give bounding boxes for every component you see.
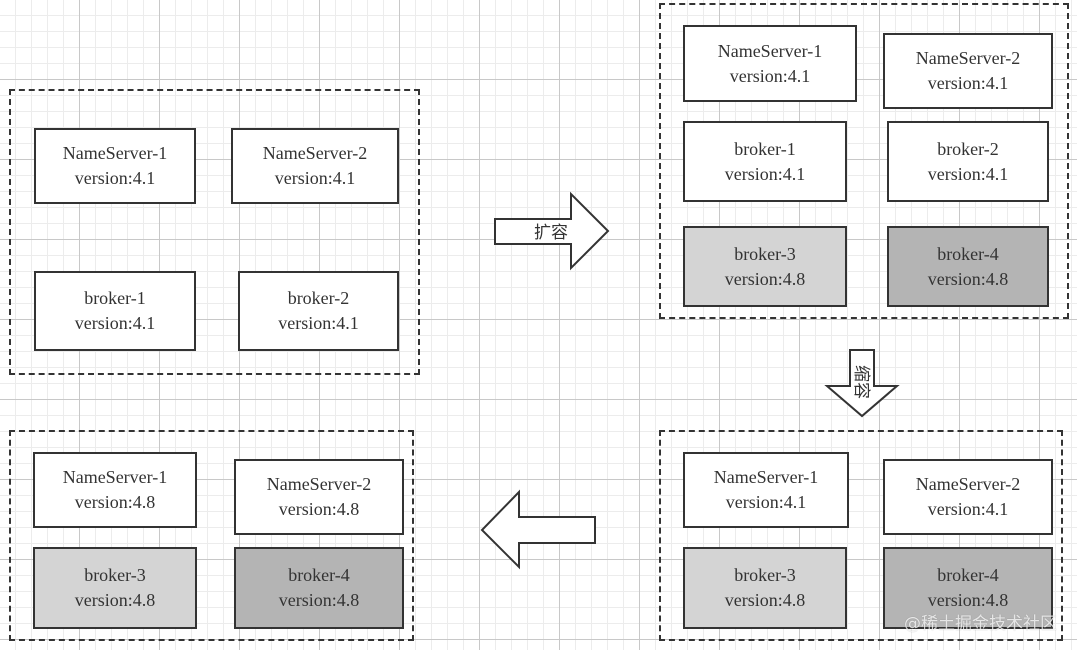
node-name: broker-1 xyxy=(84,288,146,308)
broker-3-node: broker-3 version:4.8 xyxy=(683,226,847,307)
nameserver-1-node: NameServer-1 version:4.1 xyxy=(683,452,849,528)
nameserver-2-node: NameServer-2 version:4.1 xyxy=(883,33,1053,109)
broker-2-node: broker-2 version:4.1 xyxy=(238,271,399,351)
node-version: version:4.1 xyxy=(729,65,811,86)
node-version: version:4.1 xyxy=(927,163,1009,184)
node-version: version:4.8 xyxy=(278,499,360,519)
cluster-upgraded: NameServer-1 version:4.8 NameServer-2 ve… xyxy=(9,430,414,641)
node-version: version:4.1 xyxy=(74,168,156,188)
node-name: NameServer-1 xyxy=(713,467,819,487)
watermark: @稀土掘金技术社区 xyxy=(904,614,1057,634)
node-version: version:4.1 xyxy=(74,313,156,333)
broker-4-node: broker-4 version:4.8 xyxy=(883,547,1053,629)
node-name: NameServer-1 xyxy=(62,467,168,487)
broker-4-node: broker-4 version:4.8 xyxy=(234,547,404,629)
node-version: version:4.8 xyxy=(74,492,156,512)
broker-1-node: broker-1 version:4.1 xyxy=(683,121,847,202)
broker-3-node: broker-3 version:4.8 xyxy=(683,547,847,629)
scale-out-label: 扩容 xyxy=(534,223,568,243)
broker-4-node: broker-4 version:4.8 xyxy=(887,226,1049,307)
node-name: broker-2 xyxy=(937,138,999,159)
node-name: broker-3 xyxy=(734,565,796,585)
node-version: version:4.1 xyxy=(278,313,359,333)
broker-2-node: broker-2 version:4.1 xyxy=(887,121,1049,202)
node-name: NameServer-1 xyxy=(717,40,823,61)
nameserver-2-node: NameServer-2 version:4.1 xyxy=(883,459,1053,535)
node-name: NameServer-2 xyxy=(915,474,1021,494)
node-version: version:4.1 xyxy=(927,499,1009,519)
node-version: version:4.8 xyxy=(724,268,806,289)
node-name: NameServer-2 xyxy=(266,474,372,494)
node-version: version:4.8 xyxy=(927,268,1009,289)
node-name: broker-4 xyxy=(288,565,350,585)
node-name: broker-4 xyxy=(937,243,999,264)
node-version: version:4.1 xyxy=(725,492,807,512)
node-version: version:4.1 xyxy=(927,73,1009,93)
nameserver-2-node: NameServer-2 version:4.1 xyxy=(231,128,399,204)
cluster-initial: NameServer-1 version:4.1 NameServer-2 ve… xyxy=(9,89,420,375)
node-name: broker-3 xyxy=(734,243,796,264)
node-name: NameServer-1 xyxy=(62,143,168,163)
node-version: version:4.1 xyxy=(274,168,356,188)
node-name: broker-4 xyxy=(937,565,999,585)
node-version: version:4.8 xyxy=(724,590,806,610)
nameserver-2-node: NameServer-2 version:4.8 xyxy=(234,459,404,535)
broker-1-node: broker-1 version:4.1 xyxy=(34,271,196,351)
node-name: broker-2 xyxy=(287,288,350,308)
node-version: version:4.8 xyxy=(927,590,1009,610)
cluster-scaled-in: NameServer-1 version:4.1 NameServer-2 ve… xyxy=(659,430,1063,641)
nameserver-1-node: NameServer-1 version:4.1 xyxy=(683,25,857,102)
node-version: version:4.8 xyxy=(278,590,360,610)
node-name: broker-3 xyxy=(84,565,146,585)
nameserver-1-node: NameServer-1 version:4.1 xyxy=(34,128,196,204)
broker-3-node: broker-3 version:4.8 xyxy=(33,547,197,629)
scale-in-label: 缩容 xyxy=(851,365,871,399)
node-version: version:4.8 xyxy=(74,590,156,610)
cluster-scaled-out: NameServer-1 version:4.1 NameServer-2 ve… xyxy=(659,3,1069,319)
nameserver-1-node: NameServer-1 version:4.8 xyxy=(33,452,197,528)
node-name: NameServer-2 xyxy=(262,143,368,163)
node-name: broker-1 xyxy=(734,138,796,159)
node-version: version:4.1 xyxy=(724,163,806,184)
node-name: NameServer-2 xyxy=(915,48,1021,68)
